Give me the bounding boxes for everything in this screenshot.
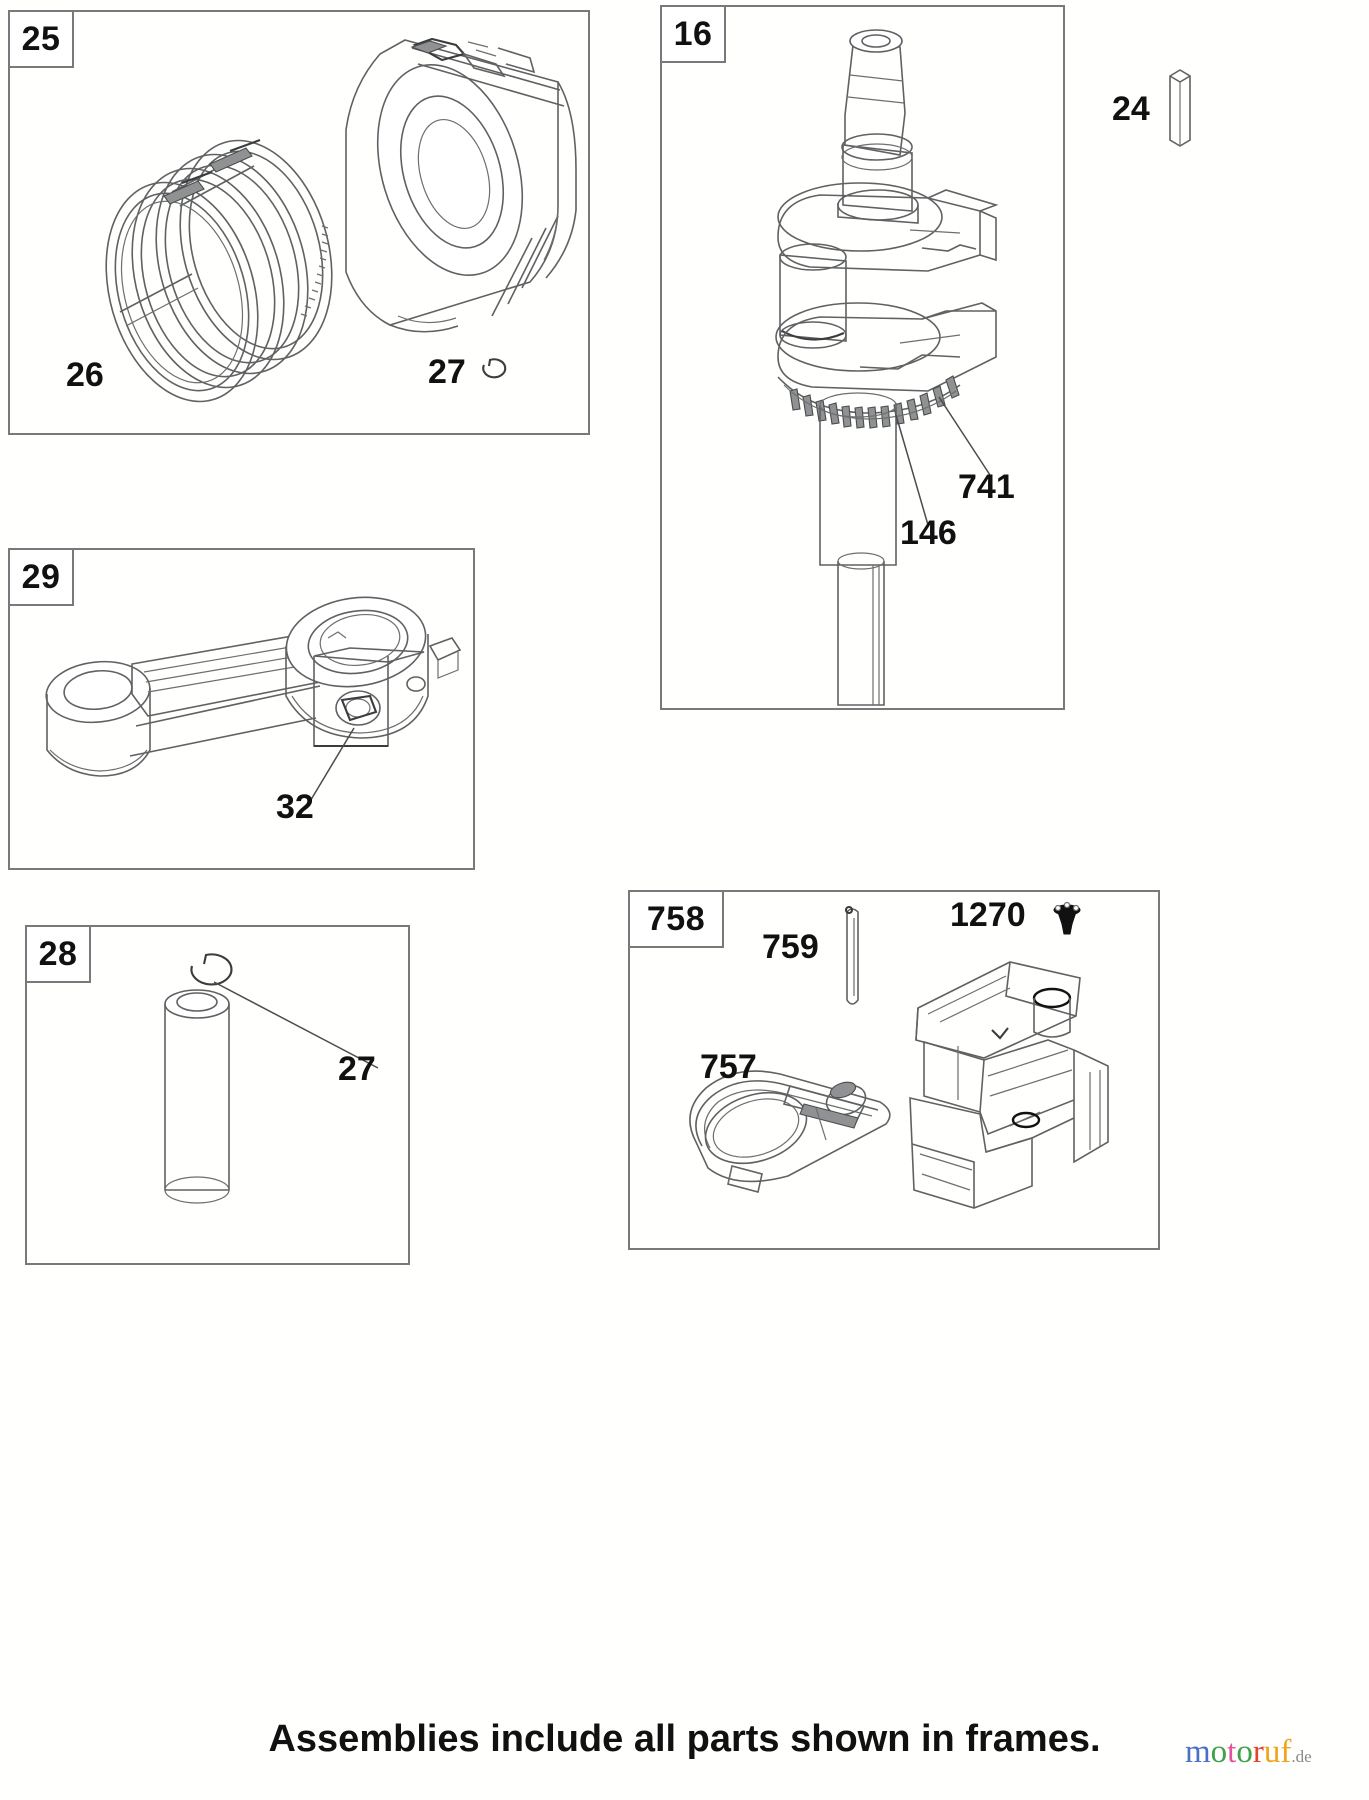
governor-assembly-drawing (628, 890, 1160, 1250)
crankshaft-drawing (660, 5, 1065, 711)
frame-16-crankshaft: 16 (660, 5, 1065, 710)
frame-16-label: 16 (660, 5, 726, 63)
leader-32 (305, 727, 355, 809)
callout-27-clip-frame28: 27 (338, 1050, 376, 1088)
callout-741-timing-gear: 741 (958, 468, 1015, 506)
frame-29-label: 29 (8, 548, 74, 606)
watermark-letter: f (1280, 1734, 1292, 1770)
callout-27-clip-frame25: 27 (428, 353, 466, 391)
leader-146 (895, 414, 929, 526)
governor-shaft-pin (844, 905, 859, 1005)
watermark-tld: .de (1291, 1747, 1312, 1766)
frame-28-piston-pin: 28 (25, 925, 410, 1265)
watermark-letter: r (1252, 1734, 1264, 1770)
frame-758-label: 758 (628, 890, 724, 948)
watermark-letter: m (1185, 1734, 1211, 1770)
governor-bracket (909, 961, 1109, 1209)
frame-758-governor-assembly: 758 (628, 890, 1160, 1250)
watermark-letter: t (1227, 1734, 1237, 1770)
watermark-letters: motoruf (1185, 1734, 1291, 1770)
clip-glyph-27 (482, 358, 507, 379)
connecting-rod-drawing (20, 560, 480, 870)
callout-757-governor-lever: 757 (700, 1048, 757, 1086)
callout-1270-push-nut: 1270 (950, 896, 1026, 934)
footer-note: Assemblies include all parts shown in fr… (268, 1718, 1101, 1760)
push-nut-fastener (1053, 901, 1081, 935)
callout-24-woodruff-key: 24 (1112, 90, 1150, 128)
watermark-letter: u (1263, 1734, 1281, 1770)
woodruff-key (1169, 69, 1191, 147)
governor-lever (689, 1070, 891, 1193)
frame-25-label: 25 (8, 10, 74, 68)
callout-32-rod-bolt: 32 (276, 788, 314, 826)
leader-741 (938, 396, 991, 476)
connecting-rod (45, 596, 462, 777)
callout-759-shaft-pin: 759 (762, 928, 819, 966)
callout-26-piston-rings: 26 (66, 356, 104, 394)
piston-pin-drawing (140, 940, 420, 1250)
frame-25-piston-assembly: 25 (8, 10, 590, 435)
piston-pin (164, 953, 233, 1204)
watermark-letter: o (1236, 1734, 1253, 1770)
callout-146-gear-detail: 146 (900, 514, 957, 552)
frame-29-connecting-rod: 29 (8, 548, 475, 870)
leader-27 (213, 981, 379, 1069)
retaining-clip-glyph (190, 953, 233, 986)
piston-assembly-drawing (60, 20, 600, 440)
piston-ring-set (105, 139, 333, 403)
watermark-letter: o (1210, 1734, 1228, 1770)
frame-28-label: 28 (25, 925, 91, 983)
piston-body (345, 37, 577, 333)
crankshaft (775, 29, 999, 706)
motoruf-watermark: motoruf.de (1185, 1736, 1312, 1769)
woodruff-key-drawing (1160, 62, 1210, 162)
